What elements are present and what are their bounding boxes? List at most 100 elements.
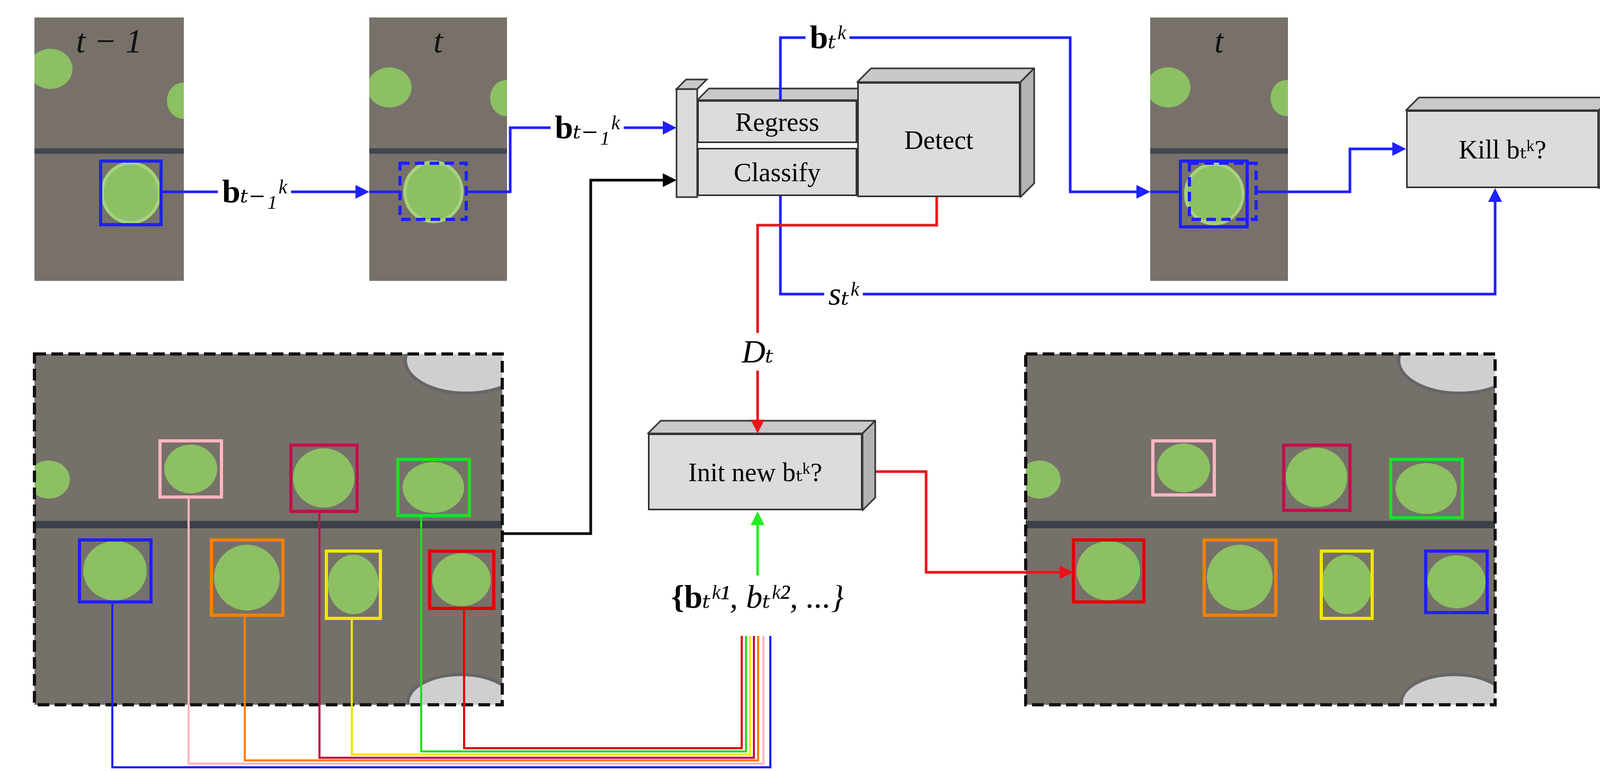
soil	[34, 353, 503, 705]
track-box	[79, 539, 151, 602]
plant	[1025, 460, 1061, 499]
plant	[1206, 544, 1273, 611]
wire	[112, 601, 771, 768]
track-box	[1390, 459, 1463, 518]
arrow-head	[750, 419, 765, 434]
plant	[34, 460, 70, 499]
box-top-face	[857, 68, 1035, 83]
plant	[1150, 67, 1191, 108]
track-box	[397, 459, 470, 516]
hose	[1025, 520, 1496, 529]
plant	[1285, 447, 1348, 508]
edge-label: Dₜ	[737, 332, 778, 371]
box-side-face	[1598, 97, 1600, 189]
arrow-head	[662, 120, 677, 135]
track-box	[1321, 550, 1373, 619]
track-box	[1283, 445, 1350, 511]
candidate-wire	[756, 522, 760, 576]
tire	[1398, 353, 1496, 394]
plant	[1270, 80, 1288, 117]
plant	[1395, 463, 1457, 514]
tire	[405, 353, 503, 394]
plant	[404, 162, 462, 222]
wire	[244, 615, 759, 761]
wire	[1256, 190, 1288, 194]
tire	[1401, 674, 1496, 705]
plant	[166, 82, 184, 119]
regressed-box	[1189, 163, 1257, 220]
connector	[780, 188, 1502, 295]
arrow-head	[1059, 565, 1074, 580]
output-wire	[862, 471, 1063, 573]
process-box: Classify	[697, 147, 858, 197]
arrow-head	[1488, 188, 1502, 202]
frame-border	[34, 353, 503, 705]
wire	[188, 496, 764, 764]
box-top-face	[1406, 97, 1600, 111]
input-slab	[676, 89, 698, 198]
arrow-head	[355, 184, 370, 199]
edge-label: bₜ₋₁ᵏ	[550, 108, 624, 147]
wire	[319, 511, 754, 758]
photo-frame: t − 1	[34, 17, 184, 281]
plant	[1427, 555, 1486, 609]
process-box: Detect	[857, 82, 1021, 198]
track-box	[1425, 550, 1488, 613]
plant	[369, 67, 412, 108]
box-top-face	[676, 79, 707, 90]
edge-label: bₜ₋₁ᵏ	[217, 172, 291, 211]
connector-line	[780, 196, 1496, 295]
frame-label: t	[433, 21, 443, 61]
box-label: Regress	[735, 106, 820, 138]
track-box	[1073, 539, 1144, 602]
track-box	[211, 539, 283, 616]
photo-tracks-before	[34, 353, 503, 705]
track-box	[1152, 440, 1215, 495]
track-wires	[112, 496, 771, 768]
frame-label: t	[1214, 21, 1224, 61]
wire	[464, 608, 742, 749]
photo-frame: t	[1150, 17, 1288, 281]
wire	[1150, 190, 1181, 194]
connector-line	[757, 197, 937, 423]
track-box	[290, 445, 358, 512]
frame-border	[1025, 353, 1496, 705]
decision-box: Kill bₜᵏ?	[1406, 110, 1599, 189]
edge-label: bₜᵏ	[805, 18, 850, 57]
soil	[369, 17, 508, 281]
box-label: Init new bₜᵏ?	[688, 456, 823, 488]
box-label: Classify	[733, 156, 821, 188]
plant	[214, 544, 280, 611]
box-label: Kill bₜᵏ?	[1458, 134, 1547, 165]
connector	[1287, 141, 1407, 192]
arrow-head	[1392, 141, 1407, 156]
track-box	[326, 550, 381, 619]
plant	[1157, 443, 1211, 493]
track-box	[100, 161, 162, 225]
plant	[164, 444, 218, 494]
box-top-face	[697, 88, 869, 101]
wire	[421, 515, 746, 752]
wire	[369, 190, 400, 194]
plant	[327, 554, 379, 615]
track-box	[1204, 539, 1276, 616]
frame-label: t − 1	[76, 21, 143, 61]
box-label: Detect	[904, 124, 974, 156]
input-wire	[502, 180, 666, 534]
track-box	[160, 440, 222, 497]
track-box	[429, 550, 494, 609]
hose	[369, 148, 508, 154]
wire	[161, 190, 184, 194]
hose	[1150, 148, 1288, 154]
connector	[750, 197, 937, 434]
box-side-face	[862, 420, 876, 511]
connector-line	[1287, 148, 1396, 192]
box-side-face	[1020, 68, 1035, 198]
edge-label: sₜᵏ	[824, 274, 864, 313]
plant	[292, 448, 355, 508]
wire	[351, 618, 751, 755]
plant	[1076, 540, 1141, 601]
predicted-box	[400, 163, 467, 220]
process-box: Regress	[697, 100, 858, 144]
plant	[402, 461, 465, 513]
